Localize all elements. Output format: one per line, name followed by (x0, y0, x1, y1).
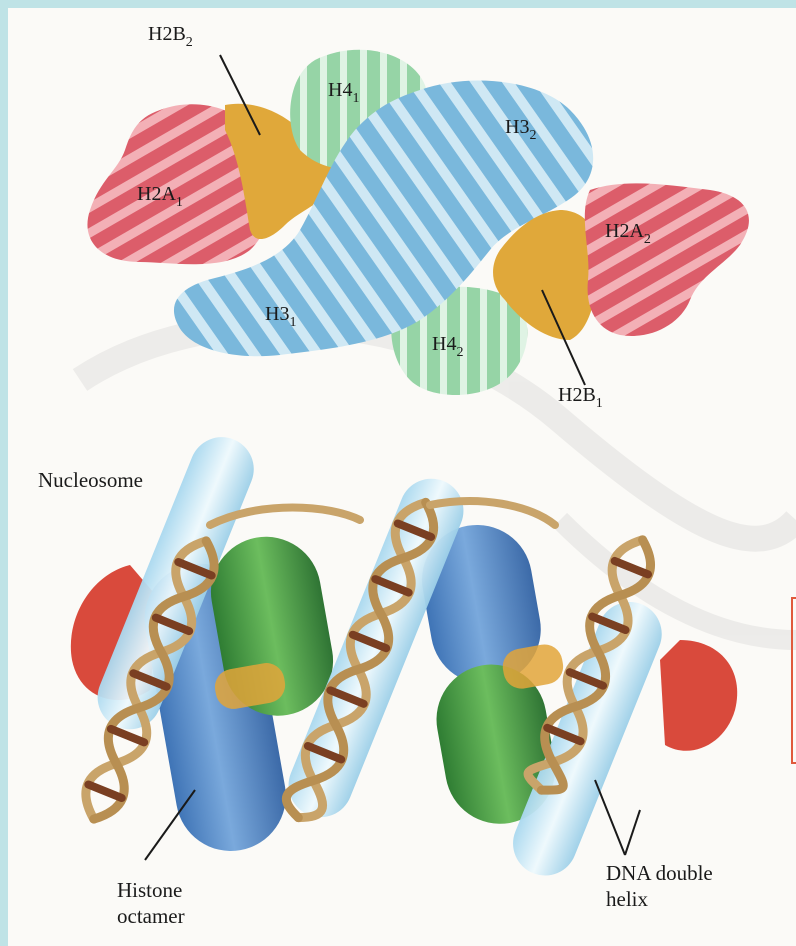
h2a2-subunit (585, 183, 749, 336)
dna-helix-top-arc (210, 501, 555, 525)
label-h2b1: H2B1 (558, 384, 603, 411)
dna-helix-leader-1 (595, 780, 625, 855)
label-h2b2: H2B2 (148, 23, 193, 50)
nucleosome-diagram: H2B2 H41 H32 H2A1 H2A2 H31 H42 H2B1 Nucl… (8, 8, 796, 946)
dna-helix-leader-2 (625, 810, 640, 855)
label-dna-line2: helix (606, 887, 648, 911)
label-histone-octamer-line2: octamer (117, 904, 185, 928)
background-red-box (792, 598, 796, 763)
label-dna-line1: DNA double (606, 861, 713, 885)
nucleosome-title: Nucleosome (38, 468, 143, 492)
histone-octamer-exploded: H2B2 H41 H32 H2A1 H2A2 H31 H42 H2B1 (87, 23, 749, 411)
textbook-page: H2B2 H41 H32 H2A1 H2A2 H31 H42 H2B1 Nucl… (8, 8, 796, 946)
label-histone-octamer-line1: Histone (117, 878, 182, 902)
red-lobe-right (660, 640, 737, 751)
